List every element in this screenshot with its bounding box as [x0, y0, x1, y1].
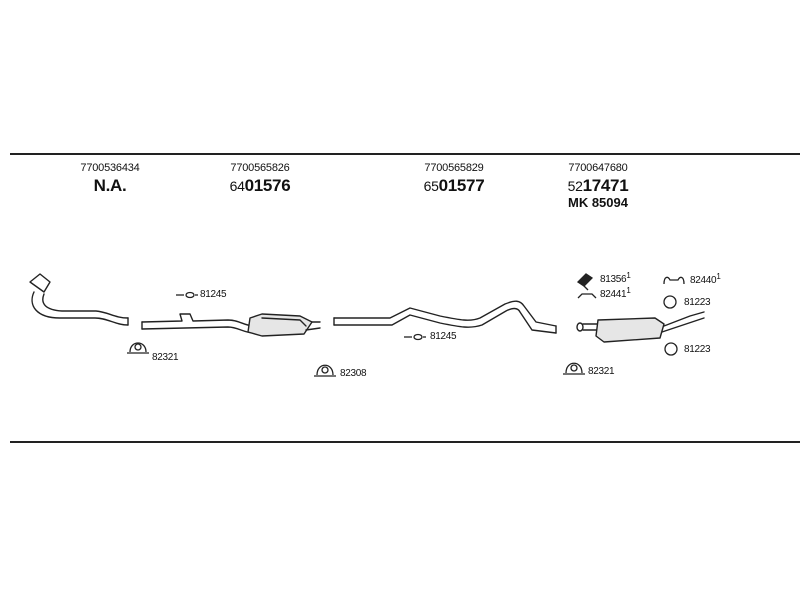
- rear-silencer-drawing: [576, 311, 705, 343]
- mounting-kit-number: MK 85094: [568, 195, 628, 210]
- part-number-rear-silencer: 5217471: [548, 176, 648, 196]
- ring-top-icon: [663, 295, 677, 309]
- part-number-downpipe: N.A.: [60, 176, 160, 196]
- label-clamp-rear: 82321: [588, 366, 615, 377]
- clamp-rear-icon: [563, 362, 585, 375]
- clamp-front-icon: [127, 342, 149, 354]
- front-silencer-drawing: [141, 313, 321, 337]
- label-mount-b: 824411: [600, 286, 631, 300]
- part-number-rear-silencer-prefix: 52: [567, 178, 583, 194]
- label-mount-a: 813561: [600, 271, 631, 285]
- label-mount-b-note: 1: [626, 286, 631, 295]
- oem-number-front-silencer: 7700565826: [230, 162, 290, 174]
- label-hanger-value: 82440: [690, 275, 717, 286]
- part-number-front-silencer-value: 01576: [244, 176, 291, 195]
- oem-number-downpipe: 7700536434: [80, 162, 140, 174]
- gasket-1-icon: [176, 291, 198, 299]
- part-number-middle-pipe: 6501577: [404, 176, 504, 196]
- label-clamp-mid: 82308: [340, 368, 367, 379]
- label-gasket-2: 81245: [430, 331, 457, 342]
- label-ring-bottom: 81223: [684, 344, 711, 355]
- mount-b-icon: [577, 293, 597, 299]
- part-number-middle-pipe-prefix: 65: [423, 178, 439, 194]
- part-number-front-silencer: 6401576: [210, 176, 310, 196]
- oem-number-middle-pipe: 7700565829: [424, 162, 484, 174]
- part-number-rear-silencer-value: 17471: [582, 176, 629, 195]
- label-clamp-front: 82321: [152, 352, 179, 363]
- oem-number-rear-silencer: 7700647680: [568, 162, 628, 174]
- gasket-2-icon: [404, 333, 426, 341]
- downpipe-drawing: [29, 273, 129, 326]
- middle-pipe-drawing: [333, 300, 557, 334]
- bottom-rule: [10, 441, 800, 443]
- label-mount-a-note: 1: [626, 271, 631, 280]
- hanger-icon: [663, 276, 685, 285]
- label-ring-top: 81223: [684, 297, 711, 308]
- label-mount-b-value: 82441: [600, 289, 627, 300]
- part-number-downpipe-value: N.A.: [93, 176, 127, 195]
- label-mount-a-value: 81356: [600, 274, 627, 285]
- mount-a-icon: [576, 273, 594, 291]
- clamp-mid-icon: [314, 364, 336, 377]
- label-hanger-note: 1: [716, 272, 721, 281]
- part-number-middle-pipe-value: 01577: [438, 176, 485, 195]
- label-gasket-1: 81245: [200, 289, 227, 300]
- ring-bottom-icon: [664, 342, 678, 356]
- top-rule: [10, 153, 800, 155]
- label-hanger: 824401: [690, 272, 721, 286]
- part-number-front-silencer-prefix: 64: [229, 178, 245, 194]
